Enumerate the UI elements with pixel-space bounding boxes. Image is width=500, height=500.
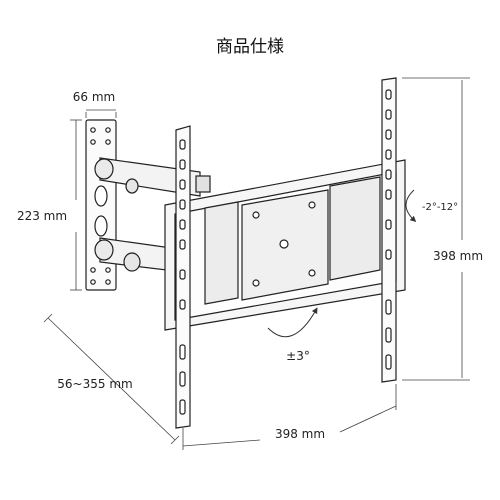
tv-rail-left bbox=[175, 125, 191, 429]
page-title: 商品仕様 bbox=[216, 37, 284, 57]
dim-wall-plate-width: 66 mm bbox=[73, 90, 115, 104]
rotation-indicator bbox=[267, 307, 318, 338]
dimension-lines bbox=[43, 77, 470, 450]
dim-extension-range: 56~355 mm bbox=[57, 377, 132, 391]
rotation-label: ±3° bbox=[286, 349, 310, 363]
tv-rail-right bbox=[381, 77, 397, 383]
wall-plate bbox=[85, 119, 117, 291]
tv-bracket-frame bbox=[164, 159, 406, 331]
tilt-indicator bbox=[405, 189, 417, 223]
tilt-range-label: -2°-12° bbox=[422, 202, 458, 213]
dim-tv-plate-width: 398 mm bbox=[275, 427, 325, 441]
dim-tv-plate-height: 398 mm bbox=[433, 249, 483, 263]
dim-wall-plate-height: 223 mm bbox=[17, 209, 67, 223]
